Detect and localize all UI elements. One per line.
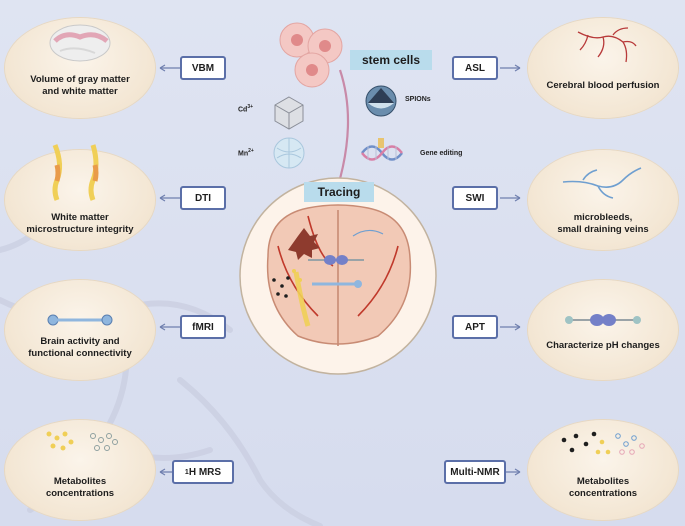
mn-charge: 2+ (248, 148, 254, 154)
tag-mrs-sup: 1 (184, 468, 189, 476)
tag-mrs-text: H MRS (188, 466, 222, 478)
vbm-label-line1: Volume of gray matter (30, 74, 130, 85)
swi-label-line1: microbleeds, (573, 212, 633, 223)
oval-multi-nmr: Metabolites concentrations (528, 420, 678, 520)
tag-fmri-text: fMRI (192, 321, 214, 333)
tag-nmr-text: Multi-NMR (450, 466, 500, 478)
stem-cells-text: stem cells (361, 53, 421, 67)
dti-label-line1: White matter (51, 212, 109, 223)
cd-label: Cd3+ (238, 104, 253, 113)
connectivity-icon (47, 314, 113, 326)
tag-swi-text: SWI (465, 192, 485, 204)
blood-vessel-icon (577, 27, 637, 63)
tag-fmri: fMRI (180, 315, 226, 339)
stem-cell-cluster-icon (279, 22, 343, 88)
tag-vbm: VBM (180, 56, 226, 80)
tag-apt-text: APT (465, 321, 485, 333)
dna-gene-editing-icon (361, 138, 403, 161)
tracing-text: Tracing (317, 185, 361, 199)
tag-swi: SWI (452, 186, 498, 210)
brain-icon (49, 24, 111, 62)
mn-label: Mn2+ (238, 148, 254, 157)
tag-asl-text: ASL (465, 62, 485, 74)
spions-icon (365, 85, 397, 117)
spions-label: SPIONs (405, 96, 431, 103)
oval-fmri: Brain activity and functional connectivi… (5, 280, 155, 380)
stem-cells-banner: stem cells (350, 50, 432, 70)
brain-section-graphic (239, 177, 437, 375)
mrs-label-line2: concentrations (45, 488, 115, 499)
nmr-label-line1: Metabolites (576, 476, 630, 487)
tag-multi-nmr: Multi-NMR (444, 460, 506, 484)
asl-label-line1: Cerebral blood perfusion (546, 80, 660, 91)
tag-apt: APT (452, 315, 498, 339)
cd-charge: 3+ (247, 104, 254, 110)
molecule-icon (565, 314, 641, 326)
apt-label-line1: Characterize pH changes (546, 340, 660, 351)
fmri-label-line2: functional connectivity (28, 348, 132, 359)
metabolite-dots-icon (46, 431, 118, 451)
nmr-label-line2: concentrations (568, 488, 638, 499)
cd-nanoparticle-icon (274, 96, 304, 130)
gene-editing-text: Gene editing (420, 150, 463, 157)
mrs-label-line1: Metabolites (53, 476, 107, 487)
tag-dti-text: DTI (194, 192, 212, 204)
vbm-label-line2: and white matter (42, 86, 118, 97)
oval-apt: Characterize pH changes (528, 280, 678, 380)
tag-dti: DTI (180, 186, 226, 210)
veins-icon (562, 167, 642, 199)
metabolite-mix-icon (561, 431, 645, 455)
oval-asl: Cerebral blood perfusion (528, 18, 678, 118)
gene-editing-label: Gene editing (420, 150, 462, 157)
fiber-tract-icon (52, 144, 99, 201)
oval-dti: White matter microstructure integrity (5, 144, 155, 250)
mn-nanoparticle-icon (273, 137, 305, 169)
tag-asl: ASL (452, 56, 498, 80)
tracing-banner: Tracing (304, 182, 374, 202)
dti-label-line2: microstructure integrity (26, 224, 134, 235)
mn-text: Mn (238, 150, 249, 158)
cd-text: Cd (238, 106, 248, 114)
oval-swi: microbleeds, small draining veins (528, 150, 678, 250)
fmri-label-line1: Brain activity and (40, 336, 120, 347)
spions-text: SPIONs (405, 96, 431, 103)
oval-1h-mrs: Metabolites concentrations (5, 420, 155, 520)
swi-label-line2: small draining veins (557, 224, 649, 235)
oval-vbm: Volume of gray matter and white matter (5, 18, 155, 118)
tag-vbm-text: VBM (191, 62, 215, 74)
